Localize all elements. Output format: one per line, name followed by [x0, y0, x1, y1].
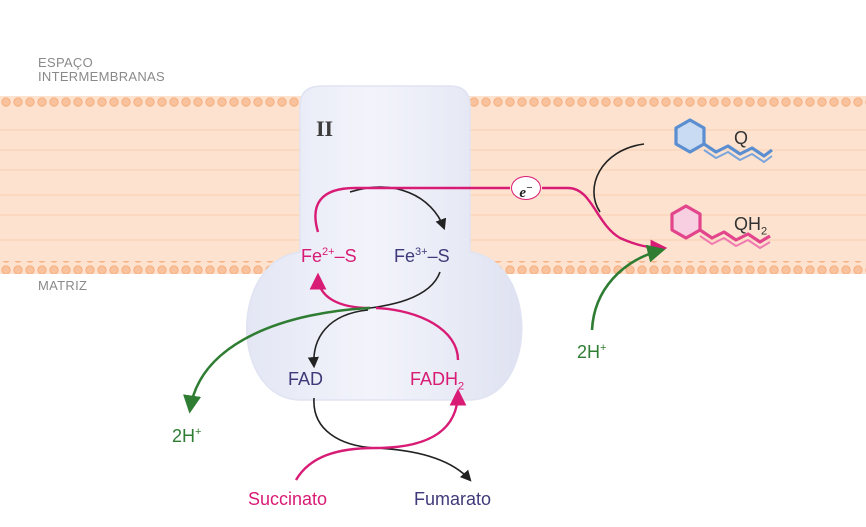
electron-badge: e− [511, 176, 541, 201]
quinol-sub: 2 [761, 225, 768, 238]
intermembrane-label-line1: ESPAÇO [38, 55, 94, 70]
electron-symbol: e [519, 185, 526, 201]
proton-label-right: 2H+ [577, 338, 606, 362]
complex-ii-body [246, 85, 523, 401]
quinol-base: QH [734, 214, 761, 234]
fe3-charge: 3+ [415, 246, 428, 258]
quinol-qh2-molecule [670, 204, 771, 249]
arrow-fe3-back [369, 271, 441, 309]
fe3-base: Fe [394, 246, 416, 266]
complex-ii-label: II [316, 116, 334, 141]
intermembrane-label-line2: INTERMEMBRANAS [38, 69, 165, 84]
fe2-s-cluster-label: Fe2+–S [301, 242, 357, 266]
fe3-s-cluster-label: Fe3+–S [394, 242, 450, 266]
matrix-label: MATRIZ [38, 278, 88, 293]
arrow-succinate-to-fadh2 [294, 388, 467, 481]
fadh2-sub: 2 [458, 380, 465, 393]
fadh2-base: FADH [410, 369, 459, 389]
electron-path [314, 186, 510, 233]
fadh2-label: FADH2 [410, 369, 464, 397]
proton-right-charge: + [600, 342, 607, 354]
electron-charge: − [526, 182, 533, 194]
fumarate-label: Fumarato [414, 489, 492, 509]
fad-label: FAD [288, 369, 324, 389]
fe2-charge: 2+ [322, 246, 335, 258]
arrow-fadh2-to-fes [375, 306, 460, 361]
quinone-label: Q [734, 128, 749, 148]
quinone-q-molecule [674, 118, 773, 163]
proton-left-base: 2H [172, 426, 196, 446]
arrow-to-fad [307, 309, 369, 369]
succinate-label: Succinato [248, 489, 328, 509]
proton-arrow-left [183, 306, 371, 414]
proton-left-charge: + [195, 426, 202, 438]
arrow-fad-to-fumarate [313, 397, 472, 482]
proton-label-left: 2H+ [172, 422, 201, 446]
fe2-base: Fe [301, 246, 323, 266]
fe3-suffix: –S [427, 246, 450, 266]
proton-right-base: 2H [577, 342, 601, 362]
fe2-suffix: –S [334, 246, 357, 266]
proton-arrow-right [590, 244, 666, 331]
quinol-label: QH2 [734, 214, 767, 242]
q-reduction-curve [593, 143, 645, 213]
